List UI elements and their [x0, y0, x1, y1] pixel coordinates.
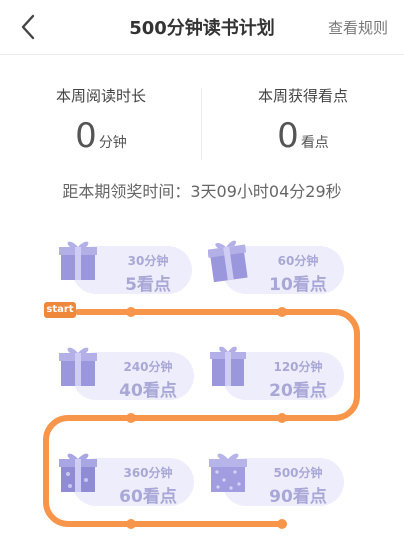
- back-arrow-icon[interactable]: [14, 12, 44, 42]
- milestone-dot: [126, 307, 136, 317]
- reward-minutes: 120分钟: [273, 360, 323, 374]
- start-label: start: [44, 302, 76, 318]
- gift-box-icon: [59, 347, 97, 386]
- reward-minutes: 30分钟: [127, 254, 169, 268]
- reward-points: 5看点: [125, 275, 171, 295]
- reward-card-360[interactable]: 360分钟 60看点: [72, 458, 194, 507]
- reward-minutes: 360分钟: [123, 466, 173, 480]
- milestone-dot: [126, 413, 136, 423]
- milestone-dot: [277, 413, 287, 423]
- reward-points: 10看点: [269, 275, 327, 295]
- reward-countdown: 距本期领奖时间：3天09小时04分29秒: [62, 182, 342, 201]
- reward-minutes: 60分钟: [277, 254, 319, 268]
- gift-box-icon: [59, 453, 97, 492]
- reading-time-label: 本周阅读时长: [55, 87, 146, 105]
- milestone-dot: [277, 307, 287, 317]
- reward-minutes: 500分钟: [273, 466, 323, 480]
- milestone-dot: [277, 519, 287, 529]
- reward-points: 90看点: [269, 487, 327, 507]
- progress-path: [43, 307, 360, 529]
- gift-box-icon: [208, 240, 248, 282]
- reading-time-number: 0: [75, 116, 97, 156]
- reward-minutes: 240分钟: [123, 360, 173, 374]
- view-rules-link[interactable]: 查看规则: [327, 19, 388, 37]
- header-bar: 500分钟读书计划 查看规则: [0, 0, 404, 55]
- milestone-dot: [126, 519, 136, 529]
- reward-points: 40看点: [119, 381, 177, 401]
- reward-points: 60看点: [119, 487, 177, 507]
- gift-box-icon: [59, 241, 97, 280]
- gift-box-icon: [209, 453, 247, 492]
- points-earned-label: 本周获得看点: [257, 87, 348, 105]
- points-earned-unit: 看点: [300, 135, 329, 151]
- points-earned-number: 0: [277, 116, 299, 156]
- reading-time-unit: 分钟: [98, 135, 127, 151]
- gift-box-icon: [210, 346, 246, 386]
- stats-divider: [201, 88, 202, 160]
- reward-points: 20看点: [269, 381, 327, 401]
- page-title: 500分钟读书计划: [129, 18, 275, 39]
